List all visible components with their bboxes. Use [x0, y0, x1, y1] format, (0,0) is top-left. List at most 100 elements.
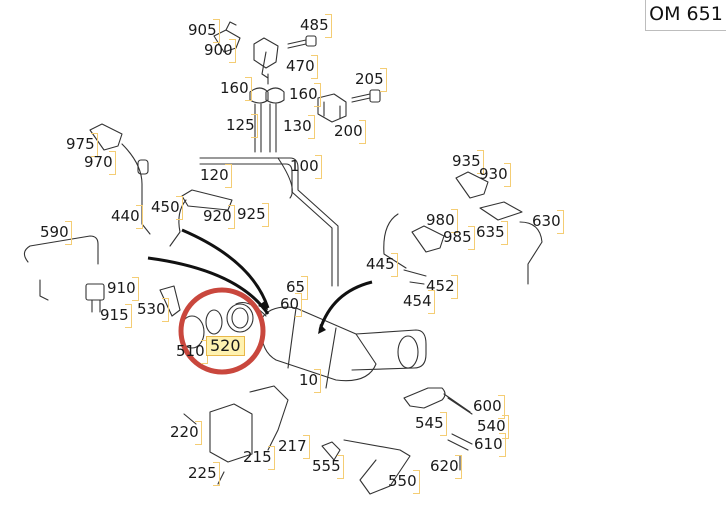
callout-frame [451, 275, 458, 299]
callout-635[interactable]: 635 [476, 221, 508, 245]
callout-205[interactable]: 205 [355, 68, 387, 92]
callout-frame [195, 421, 202, 445]
callout-frame [468, 226, 475, 250]
callout-label: 630 [532, 212, 561, 230]
catalyst-10 [235, 301, 427, 389]
callout-450[interactable]: 450 [151, 196, 183, 220]
callout-label: 550 [388, 472, 417, 490]
callout-label: 450 [151, 198, 180, 216]
callout-160-left[interactable]: 160 [220, 77, 252, 101]
callout-100[interactable]: 100 [290, 155, 322, 179]
callout-frame [308, 115, 315, 139]
callout-445[interactable]: 445 [366, 253, 398, 277]
callout-200[interactable]: 200 [334, 120, 366, 144]
callout-label: 510 [176, 342, 205, 360]
callout-frame [229, 39, 236, 63]
callout-910[interactable]: 910 [107, 277, 139, 301]
callout-label: 590 [40, 223, 69, 241]
callout-label: 610 [474, 435, 503, 453]
callout-label: 130 [283, 117, 312, 135]
callout-label: 530 [137, 300, 166, 318]
callout-225[interactable]: 225 [188, 462, 220, 486]
callout-530[interactable]: 530 [137, 298, 169, 322]
callout-frame [499, 433, 506, 457]
callout-920[interactable]: 920 [203, 205, 235, 229]
callout-frame [440, 412, 447, 436]
callout-550[interactable]: 550 [388, 470, 420, 494]
callout-label: 620 [430, 457, 459, 475]
callout-label: 445 [366, 255, 395, 273]
callout-label: 905 [188, 21, 217, 39]
callout-frame [268, 446, 275, 470]
sensor-910 [23, 235, 105, 313]
callout-label: 225 [188, 464, 217, 482]
callout-frame [245, 77, 252, 101]
callout-220[interactable]: 220 [170, 421, 202, 445]
callout-935[interactable]: 935 [452, 150, 484, 174]
callout-label: 65 [286, 278, 306, 296]
callout-160-right[interactable]: 160 [289, 83, 321, 107]
callout-600[interactable]: 600 [473, 395, 505, 419]
callout-485[interactable]: 485 [300, 14, 332, 38]
callout-label: 485 [300, 16, 329, 34]
callout-555[interactable]: 555 [312, 455, 344, 479]
callout-label: 160 [220, 79, 249, 97]
pipe-100 [199, 157, 339, 287]
callout-label: 910 [107, 279, 136, 297]
callout-985[interactable]: 985 [443, 226, 475, 250]
callout-980[interactable]: 980 [426, 209, 458, 233]
callout-470[interactable]: 470 [286, 55, 318, 79]
callout-900[interactable]: 900 [204, 39, 236, 63]
callout-label: 100 [290, 157, 319, 175]
callout-frame [65, 221, 72, 245]
callout-630[interactable]: 630 [532, 210, 564, 234]
callout-975[interactable]: 975 [66, 133, 98, 157]
callout-545[interactable]: 545 [415, 412, 447, 436]
callout-frame [213, 462, 220, 486]
callout-frame [314, 83, 321, 107]
callout-120[interactable]: 120 [200, 164, 232, 188]
callout-label: 160 [289, 85, 318, 103]
callout-520-highlighted[interactable]: 520 [206, 336, 245, 356]
callout-frame [303, 435, 310, 459]
callout-frame [337, 455, 344, 479]
callout-60[interactable]: 60 [280, 293, 302, 317]
callout-label: 935 [452, 152, 481, 170]
callout-label: 125 [226, 116, 255, 134]
callout-label: 470 [286, 57, 315, 75]
callout-510[interactable]: 510 [176, 340, 208, 364]
callout-frame [136, 205, 143, 229]
callout-590[interactable]: 590 [40, 221, 72, 245]
callout-frame [391, 253, 398, 277]
callout-925[interactable]: 925 [237, 203, 269, 227]
callout-620[interactable]: 620 [430, 455, 462, 479]
callout-970[interactable]: 970 [84, 151, 116, 175]
callout-610[interactable]: 610 [474, 433, 506, 457]
callout-label: 545 [415, 414, 444, 432]
callout-label: 930 [479, 165, 508, 183]
callout-930[interactable]: 930 [479, 163, 511, 187]
callout-frame [325, 14, 332, 38]
callout-905[interactable]: 905 [188, 19, 220, 43]
callout-frame [498, 395, 505, 419]
callout-454[interactable]: 454 [403, 290, 435, 314]
callout-130[interactable]: 130 [283, 115, 315, 139]
callout-125[interactable]: 125 [226, 114, 258, 138]
callout-label: 980 [426, 211, 455, 229]
callout-217[interactable]: 217 [278, 435, 310, 459]
callout-10[interactable]: 10 [299, 369, 321, 393]
bracket-470 [253, 37, 279, 85]
callout-label: 440 [111, 207, 140, 225]
callout-440[interactable]: 440 [111, 205, 143, 229]
callout-label: 540 [477, 417, 506, 435]
callout-label: 120 [200, 166, 229, 184]
callout-frame [428, 290, 435, 314]
callout-label: 600 [473, 397, 502, 415]
callout-65[interactable]: 65 [286, 276, 308, 300]
callout-frame [109, 151, 116, 175]
callout-frame [380, 68, 387, 92]
callout-215[interactable]: 215 [243, 446, 275, 470]
callout-label: 555 [312, 457, 341, 475]
callout-frame [162, 298, 169, 322]
callout-915[interactable]: 915 [100, 304, 132, 328]
